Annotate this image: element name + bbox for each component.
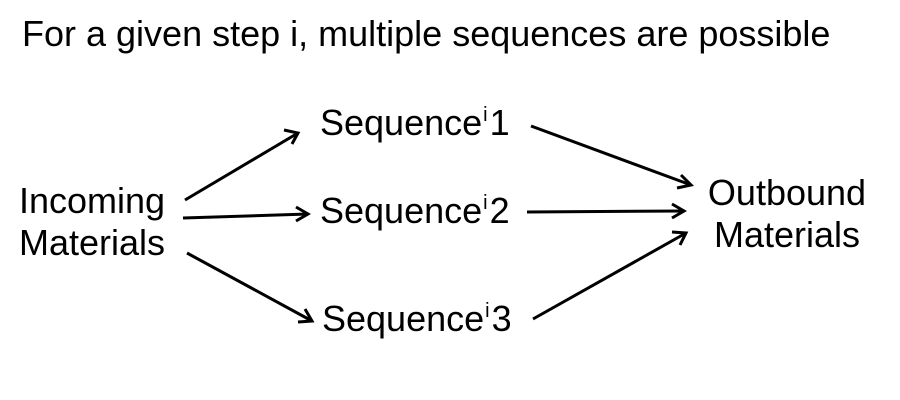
sequence-2-superscript: i [483,192,488,214]
incoming-line2: Materials [18,222,166,263]
incoming-materials-node: Incoming Materials [16,180,168,264]
sequence-2-word: Sequence [320,190,483,231]
sequence-1-superscript: i [483,104,488,126]
arrow-incoming-to-seq2 [182,205,311,223]
sequence-3-superscript: i [485,300,490,322]
outbound-materials-node: Outbound Materials [704,172,870,256]
outbound-line1: Outbound [707,172,867,213]
sequence-2-node: Sequencei2 [320,190,510,232]
sequence-3-word: Sequence [322,298,485,339]
arrow-seq1-to-outbound [530,124,695,190]
diagram-title: For a given step i, multiple sequences a… [22,13,831,54]
incoming-line1: Incoming [18,180,166,221]
sequence-2-number: 2 [489,190,510,231]
arrow-incoming-to-seq3 [186,251,315,324]
sequence-1-node: Sequencei1 [320,102,510,144]
sequence-1-word: Sequence [320,102,483,143]
arrow-incoming-to-seq1 [184,128,301,202]
sequence-3-number: 3 [491,298,512,339]
sequence-3-node: Sequencei3 [322,298,512,340]
outbound-line2: Materials [713,214,861,255]
arrow-seq2-to-outbound [526,202,687,220]
arrow-seq3-to-outbound [532,230,689,321]
sequence-1-number: 1 [489,102,510,143]
